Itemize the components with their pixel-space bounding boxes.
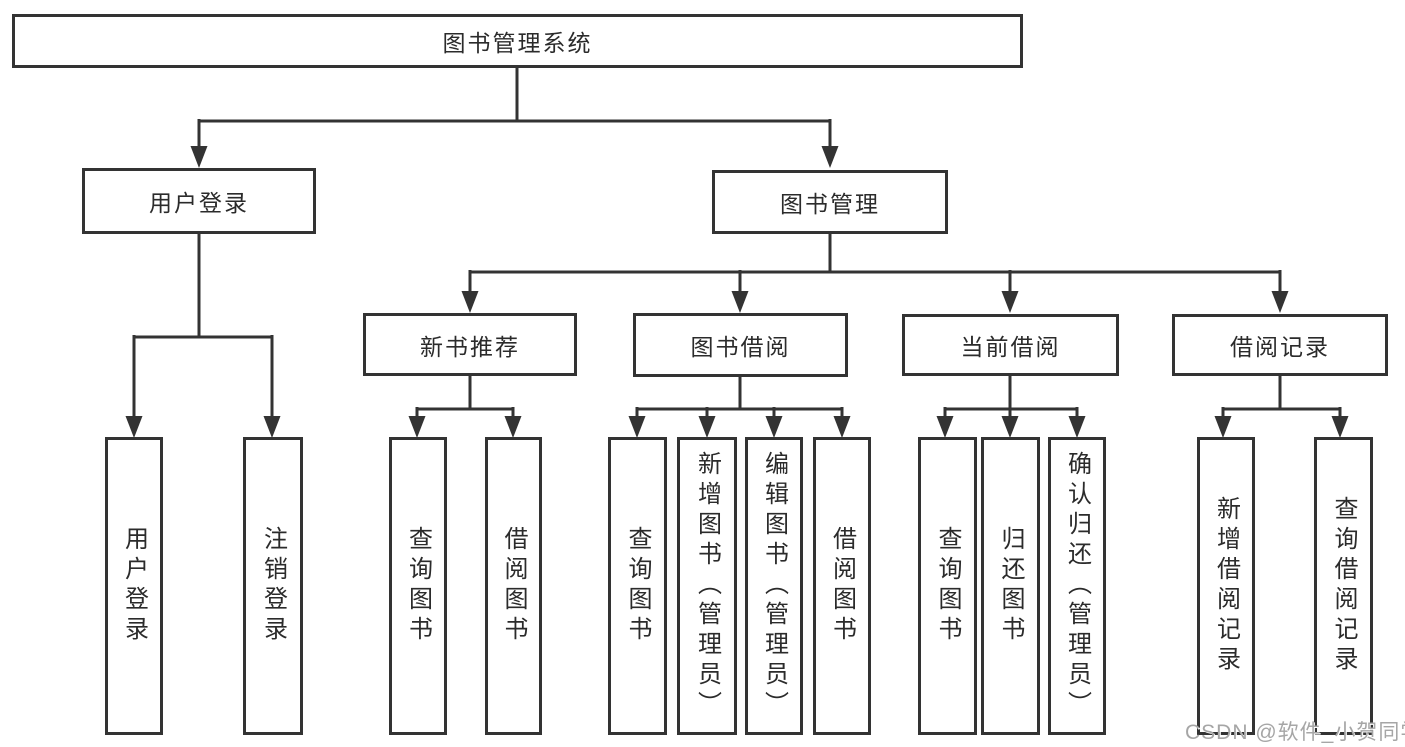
leaf-add-borrow-record: 新增借阅记录 — [1197, 437, 1255, 735]
leaf-edit-books-admin: 编辑图书（管理员） — [745, 437, 803, 735]
leaf-label: 查询图书 — [624, 526, 651, 646]
node-label: 新书推荐 — [420, 333, 520, 360]
leaf-add-books-admin: 新增图书（管理员） — [677, 437, 737, 735]
leaf-label: 用户登录 — [120, 526, 148, 646]
leaf-label: 新增借阅记录 — [1212, 496, 1240, 676]
node-user-login: 用户登录 — [82, 168, 316, 234]
node-library-management-system: 图书管理系统 — [12, 14, 1023, 68]
leaf-confirm-return-admin: 确认归还（管理员） — [1048, 437, 1106, 735]
leaf-query-borrow-record: 查询借阅记录 — [1314, 437, 1373, 735]
csdn-watermark: CSDN @软件_小贺同学 — [1185, 721, 1405, 744]
leaf-query-books-current: 查询图书 — [918, 437, 977, 735]
leaf-label: 归还图书 — [997, 526, 1024, 646]
leaf-query-books-borrowing: 查询图书 — [608, 437, 667, 735]
leaf-user-login: 用户登录 — [105, 437, 163, 735]
leaf-return-books: 归还图书 — [981, 437, 1040, 735]
node-label: 图书管理系统 — [442, 30, 593, 56]
leaf-borrow-books-recommend: 借阅图书 — [485, 437, 542, 735]
leaf-label: 借阅图书 — [828, 526, 856, 646]
leaf-borrow-books: 借阅图书 — [813, 437, 871, 735]
leaf-label: 借阅图书 — [500, 526, 527, 646]
node-current-borrowing: 当前借阅 — [902, 314, 1119, 376]
node-new-book-recommend: 新书推荐 — [363, 313, 577, 376]
node-borrowing-records: 借阅记录 — [1172, 314, 1388, 376]
leaf-query-books-recommend: 查询图书 — [389, 437, 447, 735]
node-book-management: 图书管理 — [712, 170, 948, 234]
leaf-logout: 注销登录 — [243, 437, 303, 735]
node-label: 借阅记录 — [1230, 334, 1330, 360]
node-book-borrowing: 图书借阅 — [633, 313, 848, 377]
leaf-label: 查询借阅记录 — [1330, 496, 1357, 676]
node-label: 当前借阅 — [960, 334, 1061, 360]
leaf-label: 查询图书 — [404, 526, 432, 646]
node-label: 图书管理 — [780, 191, 880, 217]
leaf-label: 查询图书 — [934, 526, 961, 646]
node-label: 图书借阅 — [690, 334, 791, 360]
leaf-label: 编辑图书（管理员） — [760, 451, 788, 721]
node-label: 用户登录 — [149, 190, 249, 216]
leaf-label: 确认归还（管理员） — [1063, 451, 1091, 721]
leaf-label: 注销登录 — [259, 526, 287, 646]
leaf-label: 新增图书（管理员） — [693, 451, 721, 721]
